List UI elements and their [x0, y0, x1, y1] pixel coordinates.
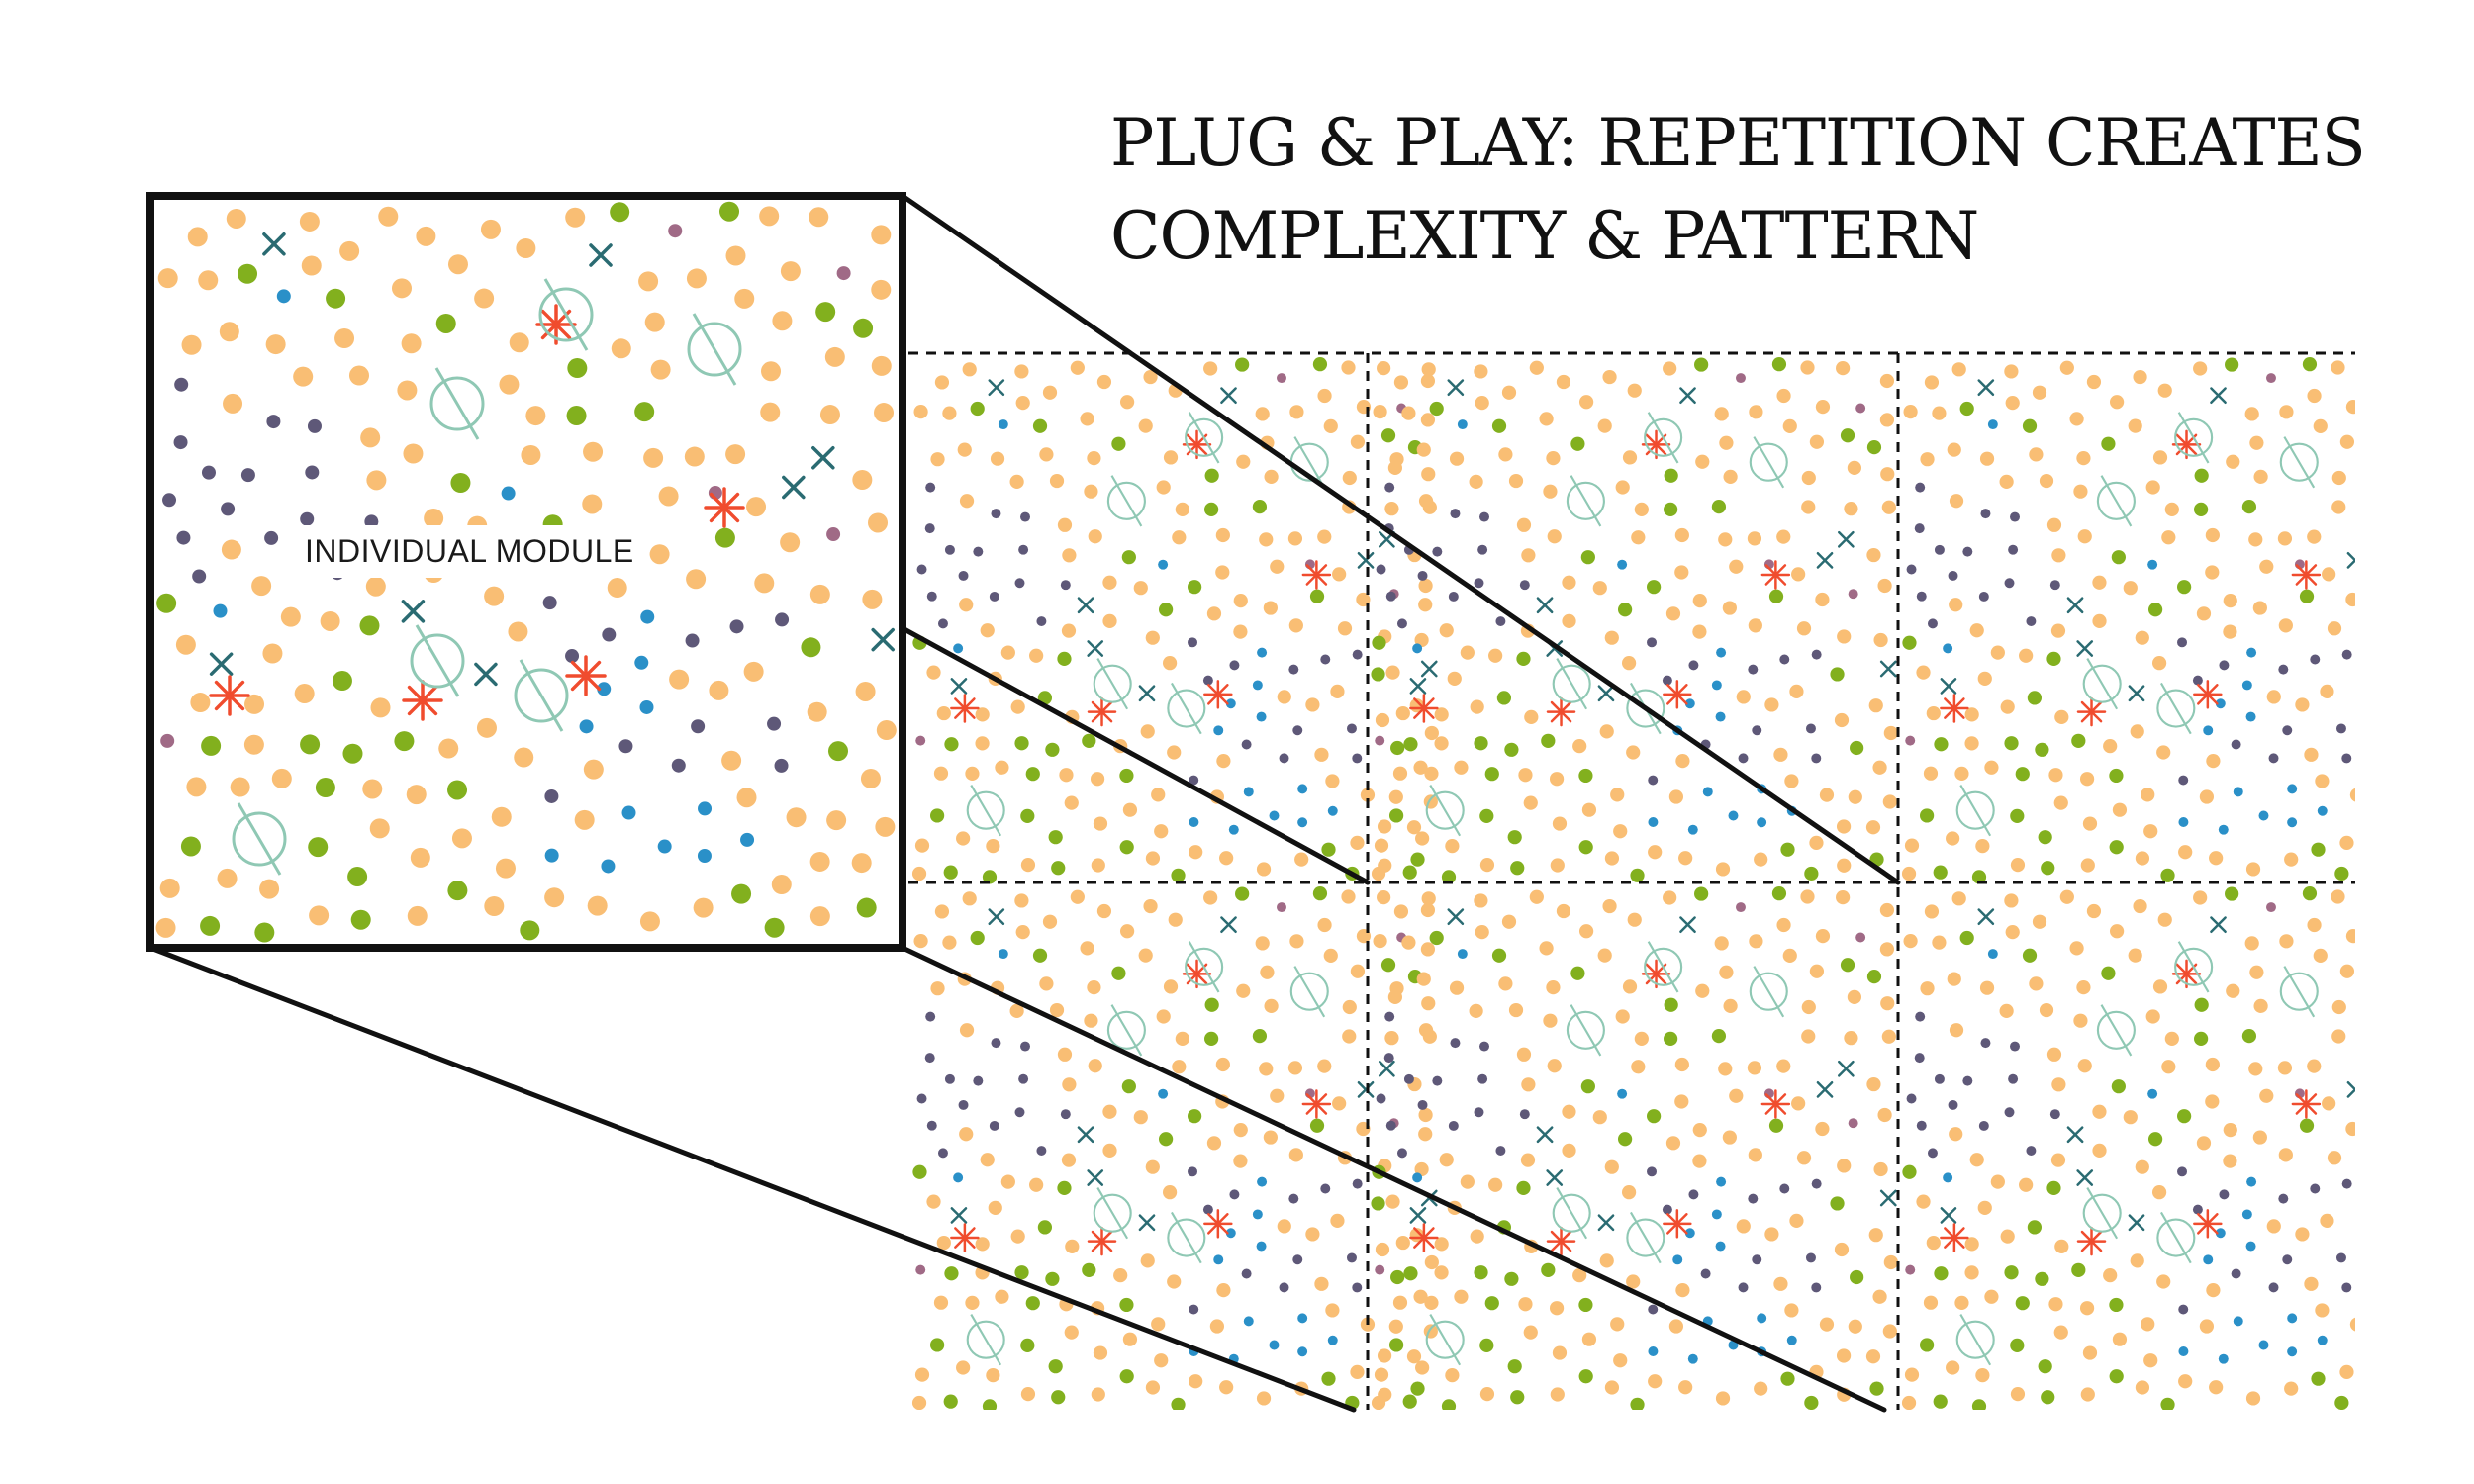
diagram-title: PLUG & PLAY: REPETITION CREATES COMPLEXI…	[1110, 97, 2456, 283]
tile-grid	[910, 355, 2355, 1410]
module-label: INDIVIDUAL MODULE	[291, 525, 648, 578]
module-frame	[146, 192, 906, 952]
zoom-line	[900, 193, 1901, 885]
zoom-line	[900, 625, 1371, 885]
zoom-line	[147, 945, 1357, 1413]
tile-grid-lines	[908, 351, 2355, 1410]
pattern-tile	[1900, 355, 2355, 885]
title-line-1: PLUG & PLAY: REPETITION CREATES	[1110, 105, 2366, 181]
title-line-2: COMPLEXITY & PATTERN	[1110, 198, 1979, 274]
individual-module	[146, 192, 906, 952]
zoom-line	[900, 945, 1887, 1413]
zoom-lines	[147, 193, 1901, 1413]
pattern-tile	[1900, 884, 2355, 1410]
pattern-tile	[1370, 884, 1900, 1410]
pattern-tile	[910, 355, 1441, 885]
pattern-tile	[1370, 355, 1900, 885]
pattern-tile	[910, 884, 1441, 1410]
